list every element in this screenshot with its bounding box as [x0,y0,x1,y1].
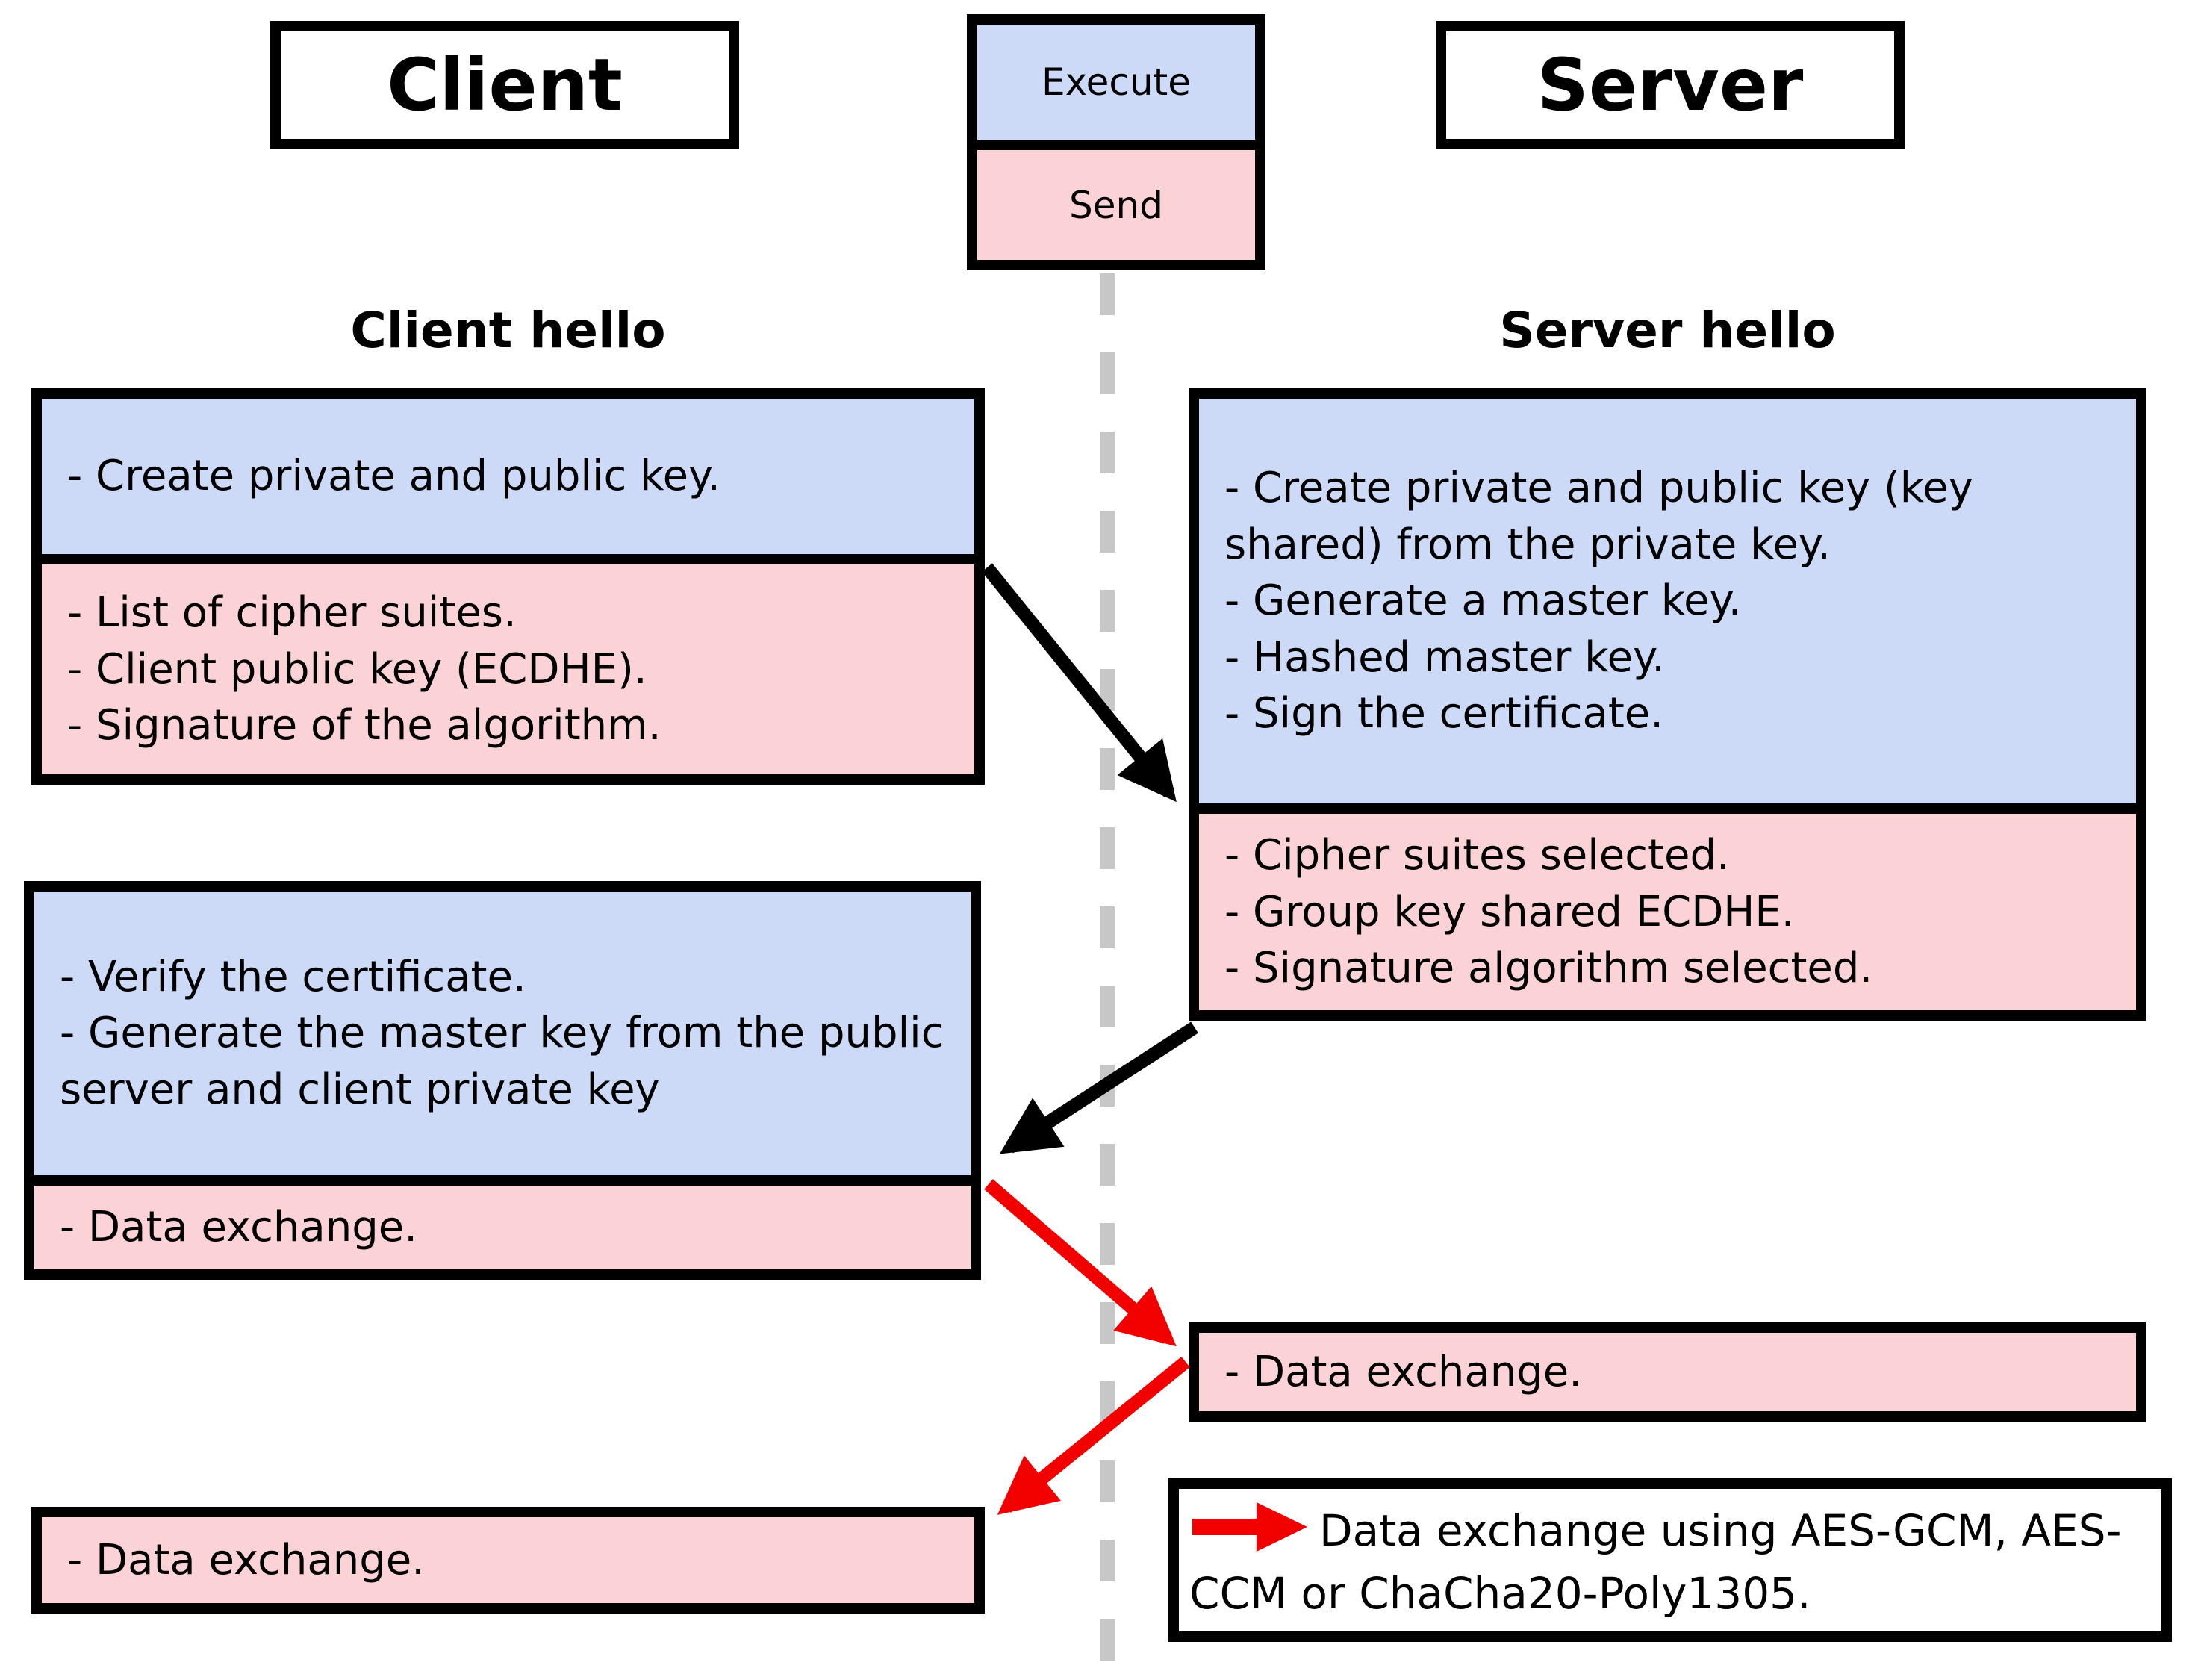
legend: Execute Send [967,14,1265,270]
client-finish-send-cell: - Data exchange. [34,1186,971,1269]
bullet-line: - Client public key (ECDHE). [67,644,647,694]
client-data-exchange-box: - Data exchange. [31,1507,985,1614]
server-actor-label: Server [1537,43,1804,127]
bullet-line: - List of cipher suites. [67,588,517,638]
bullet-line: - Verify the certificate. [60,952,526,1001]
bullet-line: - Cipher suites selected. [1224,831,1730,880]
arrow-server-data-to-client [997,1357,1190,1515]
client-hello-box: - Create private and public key. - List … [31,388,985,785]
bullet-line: - Generate a master key. [1224,576,1742,626]
bullet-line: - Data exchange. [67,1535,426,1584]
server-hello-execute-cell: - Create private and public key (key sha… [1199,399,2136,814]
client-hello-title: Client hello [350,302,666,359]
arrow-client-hello-to-server [981,563,1177,803]
client-finish-box: - Verify the certificate. - Generate the… [24,881,981,1280]
bullet-line: - Hashed master key. [1224,632,1666,682]
bullet-line: - Sign the certificate. [1224,689,1664,738]
legend-execute-cell: Execute [977,25,1255,150]
bullet-line: - Create private and public key (key sha… [1224,464,1973,569]
legend-send-label: Send [1069,183,1163,227]
bullet-line: - Data exchange. [1224,1347,1583,1396]
bullet-line: - Group key shared ECDHE. [1224,887,1795,936]
server-hello-send-cell: - Cipher suites selected. - Group key sh… [1199,814,2136,1010]
client-finish-execute-cell: - Verify the certificate. - Generate the… [34,892,971,1186]
server-hello-title: Server hello [1499,302,1836,359]
client-actor-box: Client [270,21,739,149]
server-actor-box: Server [1436,21,1905,149]
note-text: Data exchange using AES-GCM, AES-CCM or … [1189,1505,2122,1620]
bullet-line: - Data exchange. [60,1203,418,1252]
bullet-line: - Create private and public key. [67,452,720,501]
bullet-line: - Signature algorithm selected. [1224,944,1873,993]
legend-execute-label: Execute [1042,60,1191,104]
client-actor-label: Client [387,43,623,127]
arrow-server-hello-to-client [999,1021,1198,1154]
arrow-client-data-to-server [984,1179,1177,1347]
server-data-exchange-box: - Data exchange. [1189,1322,2146,1422]
bullet-line: - Generate the master key from the publi… [60,1009,944,1114]
legend-send-cell: Send [977,150,1255,260]
client-hello-send-cell: - List of cipher suites. - Client public… [42,564,974,774]
red-arrow-icon [1192,1502,1307,1552]
server-hello-box: - Create private and public key (key sha… [1189,388,2146,1021]
bullet-line: - Signature of the algorithm. [67,701,661,750]
client-hello-execute-cell: - Create private and public key. [42,399,974,564]
note-box: Data exchange using AES-GCM, AES-CCM or … [1168,1478,2172,1642]
